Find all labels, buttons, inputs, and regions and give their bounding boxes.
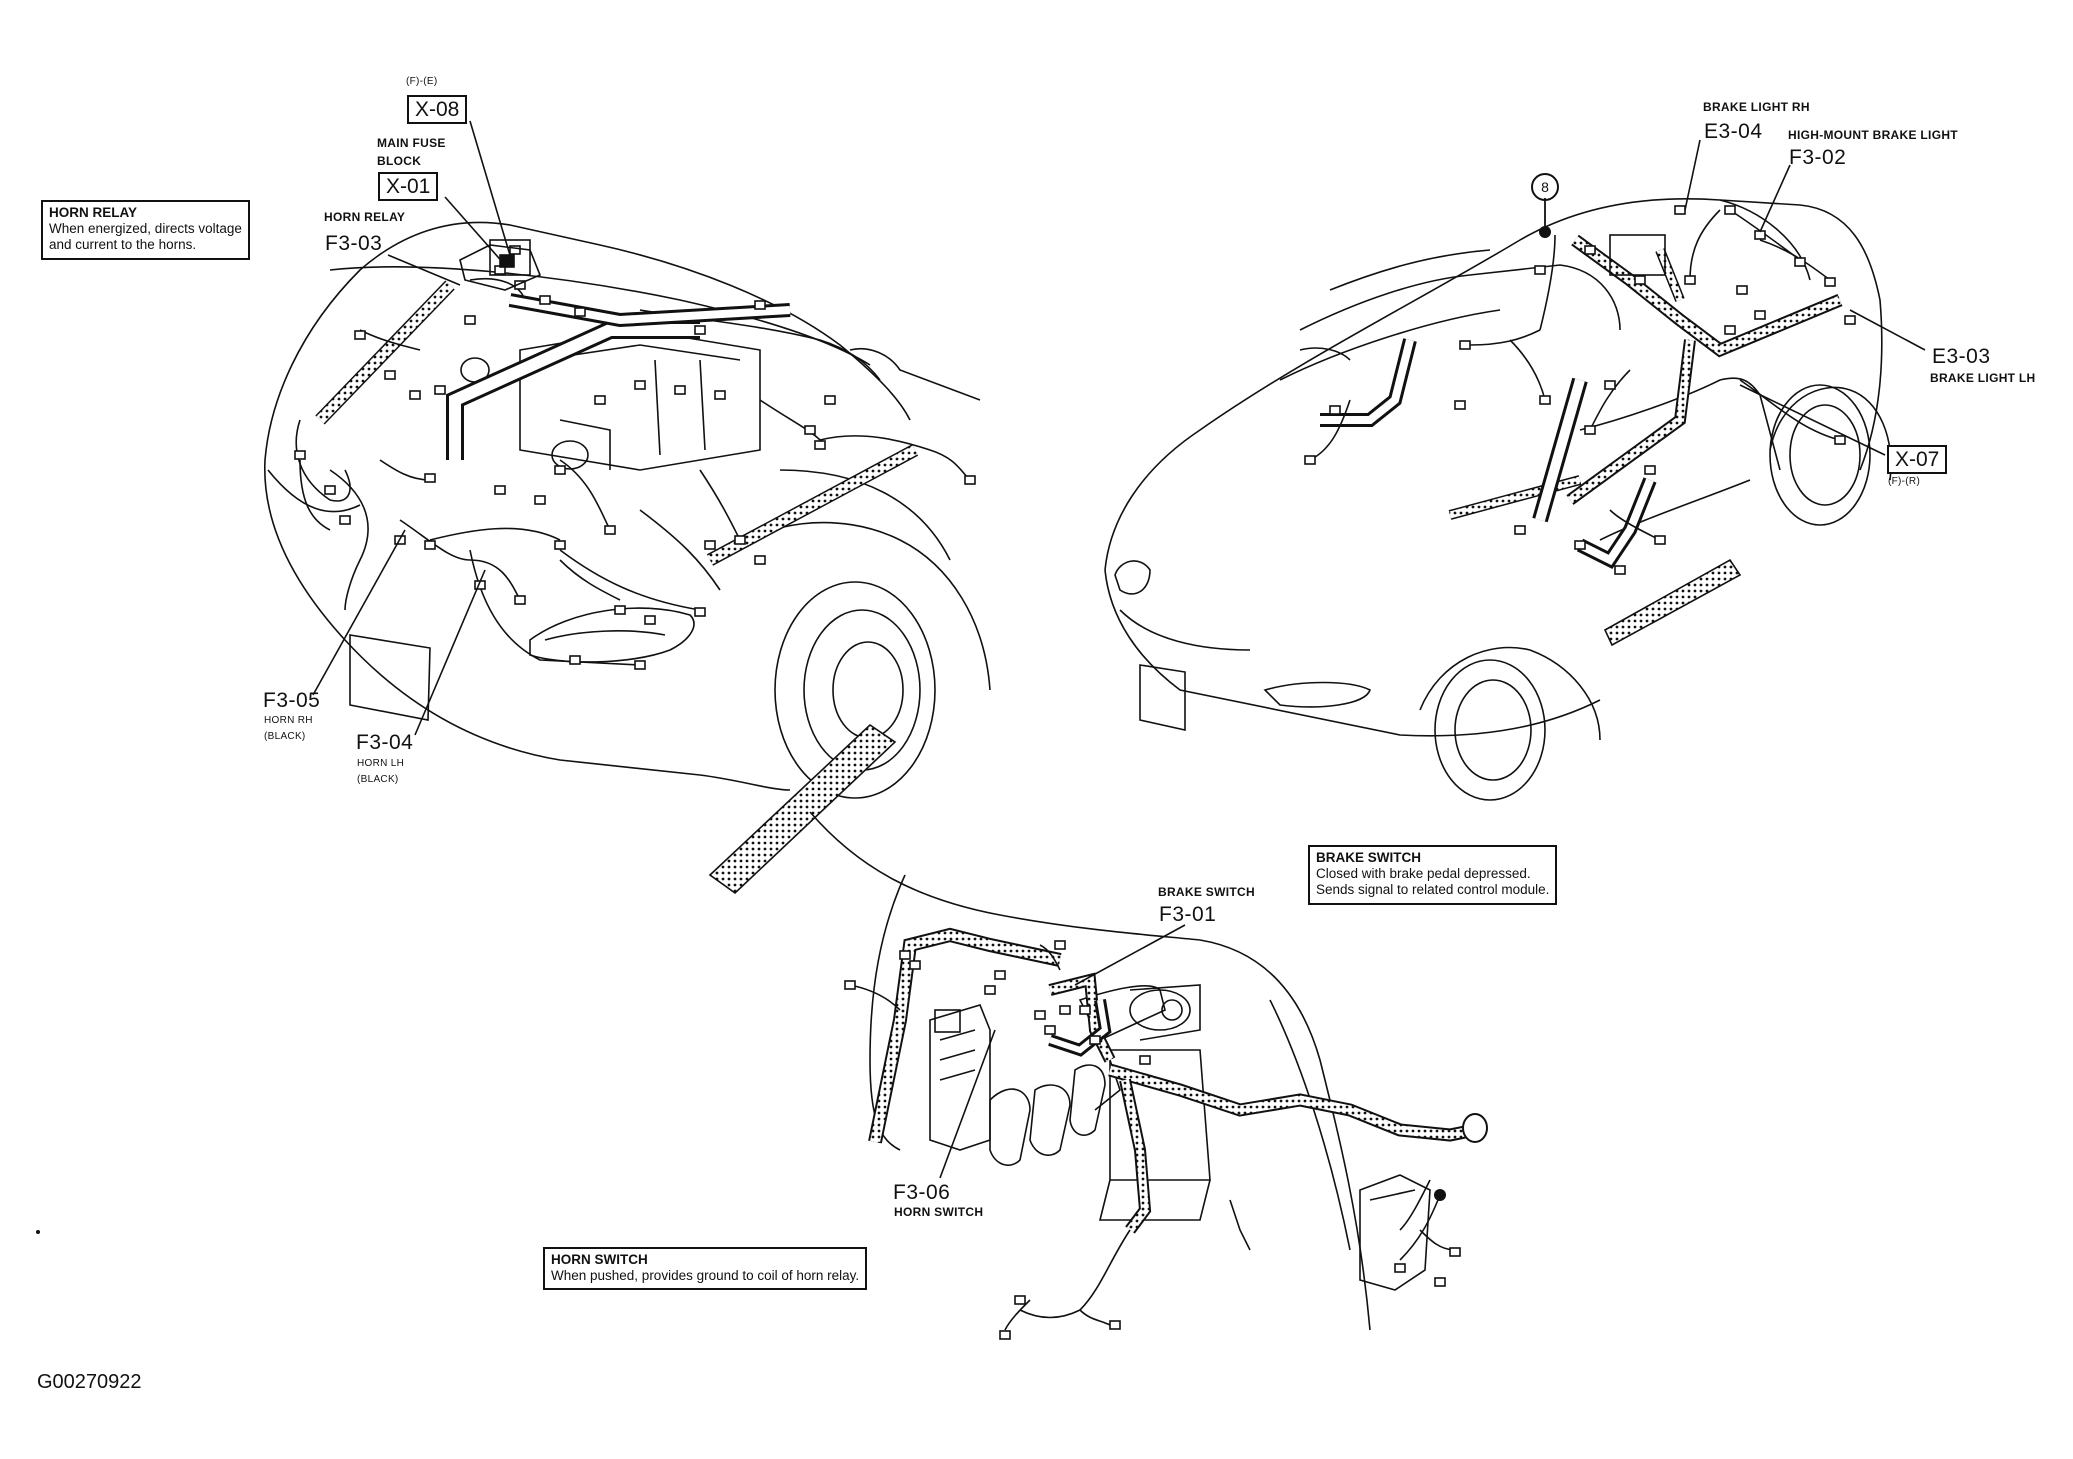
front-view-harness	[294, 239, 976, 895]
e304-caption: BRAKE LIGHT RH	[1703, 100, 1810, 114]
f303-connector-code: F3-03	[325, 232, 383, 255]
f304-caption: HORN LH	[357, 758, 405, 769]
e303-caption: BRAKE LIGHT LH	[1930, 371, 2036, 385]
rear-view-leaders	[1684, 139, 1926, 456]
ground-number: 8	[1541, 179, 1549, 195]
figure-id: G00270922	[37, 1371, 142, 1393]
rear-view-harness	[1304, 198, 1856, 647]
horn-relay-note-line: When energized, directs voltage	[49, 221, 242, 237]
horn-switch-note-title: HORN SWITCH	[551, 1252, 648, 1267]
f305-color: (BLACK)	[264, 731, 306, 742]
f301-caption: BRAKE SWITCH	[1158, 885, 1255, 899]
horn-switch-note-line: When pushed, provides ground to coil of …	[551, 1268, 860, 1284]
x01-caption: BLOCK	[377, 154, 422, 168]
f303-caption: HORN RELAY	[324, 210, 406, 224]
f305-connector-code: F3-05	[263, 689, 321, 712]
horn-relay-note-line: and current to the horns.	[49, 237, 197, 253]
ground-point-8: 8	[1531, 173, 1559, 201]
dash-view-leaders	[939, 924, 1186, 1179]
horn-relay-note: HORN RELAY When energized, directs volta…	[41, 200, 250, 260]
x07-note: (F)-(R)	[1888, 476, 1921, 487]
x01-caption: MAIN FUSE	[377, 136, 446, 150]
f302-connector-code: F3-02	[1789, 146, 1847, 169]
f304-connector-code: F3-04	[356, 731, 414, 754]
e304-connector-code: E3-04	[1704, 120, 1763, 143]
dash-view-harness	[844, 927, 1488, 1340]
f301-connector-code: F3-01	[1159, 903, 1217, 926]
f304-color: (BLACK)	[357, 774, 399, 785]
horn-relay-note-title: HORN RELAY	[49, 205, 138, 220]
x07-connector-code: X-07	[1887, 445, 1948, 474]
brake-switch-note-line: Sends signal to related control module.	[1316, 882, 1550, 898]
front-view-car	[264, 221, 991, 799]
x01-connector-code: X-01	[378, 172, 439, 201]
f306-connector-code: F3-06	[893, 1181, 951, 1204]
brake-switch-note: BRAKE SWITCH Closed with brake pedal dep…	[1308, 845, 1558, 905]
horn-switch-note: HORN SWITCH When pushed, provides ground…	[543, 1247, 868, 1291]
x08-note: (F)-(E)	[406, 76, 438, 87]
f302-caption: HIGH-MOUNT BRAKE LIGHT	[1788, 128, 1958, 142]
x08-connector-code: X-08	[407, 95, 468, 124]
brake-switch-note-line: Closed with brake pedal depressed.	[1316, 866, 1531, 882]
f305-caption: HORN RH	[264, 715, 313, 726]
e303-connector-code: E3-03	[1932, 345, 1991, 368]
rear-view-car	[1104, 198, 1892, 801]
front-view-leaders	[312, 120, 513, 736]
brake-switch-note-title: BRAKE SWITCH	[1316, 850, 1421, 865]
f306-caption: HORN SWITCH	[894, 1205, 984, 1219]
